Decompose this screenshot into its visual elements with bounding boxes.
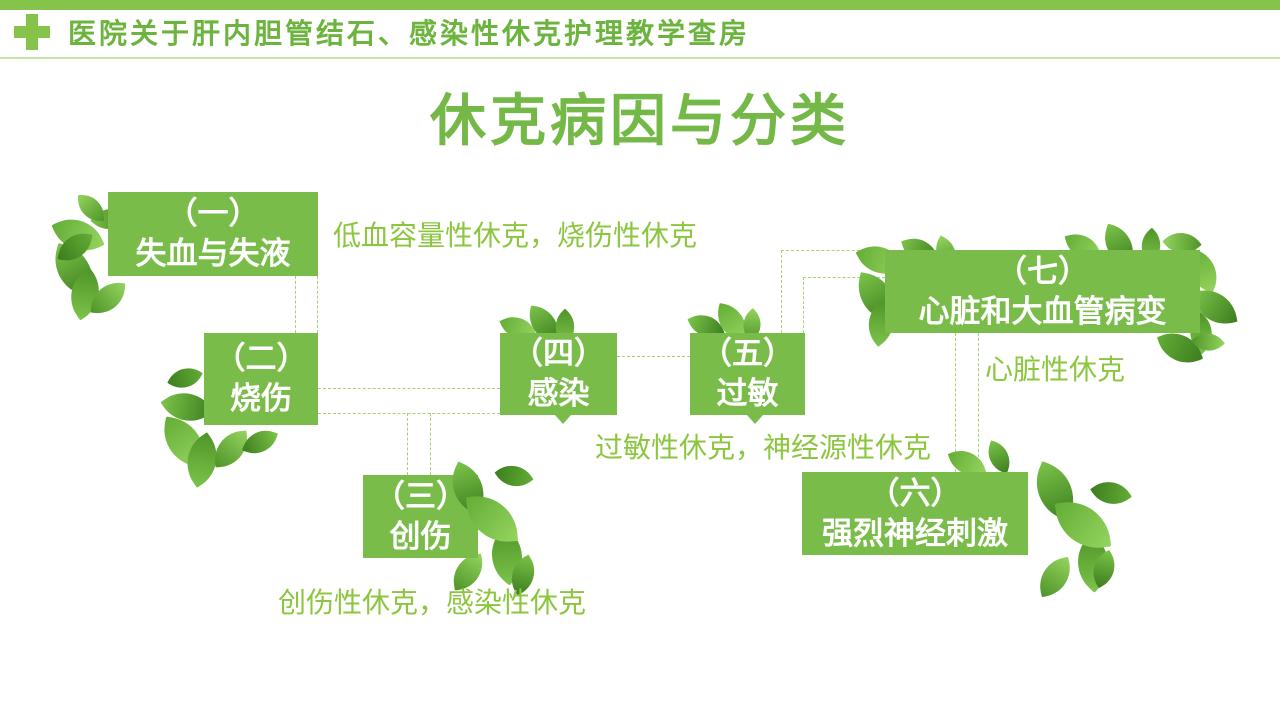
leaf-icon [167, 360, 203, 396]
leaf-icon [1034, 556, 1076, 598]
connector-line [955, 333, 956, 472]
connector-line [318, 388, 500, 389]
connector-line [781, 250, 885, 251]
node-label: 心脏和大血管病变 [918, 293, 1167, 329]
node-1-blood-loss: （一） 失血与失液 [108, 192, 318, 276]
node-label: 感染 [527, 376, 590, 411]
connector-line [781, 250, 782, 333]
node-label: 过敏 [716, 376, 779, 411]
node-number: （二） [214, 341, 308, 376]
medical-cross-icon [12, 12, 52, 52]
leaf-icon [1090, 472, 1132, 514]
node-5-allergy: （五） 过敏 [690, 333, 805, 415]
header-title: 医院关于肝内胆管结石、感染性休克护理教学查房 [68, 18, 751, 49]
header: 医院关于肝内胆管结石、感染性休克护理教学查房 [12, 12, 750, 52]
connector-line [617, 356, 690, 357]
node-7-cardiac-vascular: （七） 心脏和大血管病变 [885, 250, 1200, 333]
header-divider [0, 57, 1280, 59]
connector-line [978, 333, 979, 472]
node-number: （五） [701, 336, 794, 371]
pointer-triangle [555, 415, 571, 424]
connector-line [430, 413, 431, 475]
node-number: （七） [996, 253, 1089, 289]
node-2-burn: （二） 烧伤 [204, 333, 318, 425]
connector-line [317, 276, 318, 333]
node-label: 烧伤 [230, 381, 292, 416]
node-number: （四） [512, 336, 605, 371]
connector-line [318, 413, 500, 414]
node-number: （六） [868, 475, 962, 511]
connector-line [803, 277, 885, 278]
leaf-icon [494, 456, 534, 496]
annotation-hypovolemic: 低血容量性休克，烧伤性休克 [333, 220, 698, 251]
top-bar [0, 0, 1280, 10]
page-title: 休克病因与分类 [430, 89, 850, 152]
node-6-nerve-stimulation: （六） 强烈神经刺激 [802, 472, 1028, 555]
node-label: 失血与失液 [135, 236, 291, 271]
connector-line [803, 277, 804, 333]
node-label: 创伤 [389, 518, 452, 554]
connector-line [295, 276, 296, 333]
annotation-traumatic: 创伤性休克，感染性休克 [278, 587, 587, 618]
node-4-infection: （四） 感染 [500, 333, 617, 415]
pointer-triangle [747, 415, 763, 424]
node-number: （一） [166, 196, 260, 231]
leaf-icon [1054, 496, 1112, 554]
leaf-icon [982, 440, 1016, 474]
annotation-cardiac: 心脏性休克 [985, 354, 1126, 385]
leaf-icon [78, 195, 104, 221]
connector-line [407, 413, 408, 475]
node-label: 强烈神经刺激 [822, 515, 1008, 551]
annotation-allergic: 过敏性休克，神经源性休克 [595, 432, 932, 463]
leaf-icon [242, 424, 278, 460]
